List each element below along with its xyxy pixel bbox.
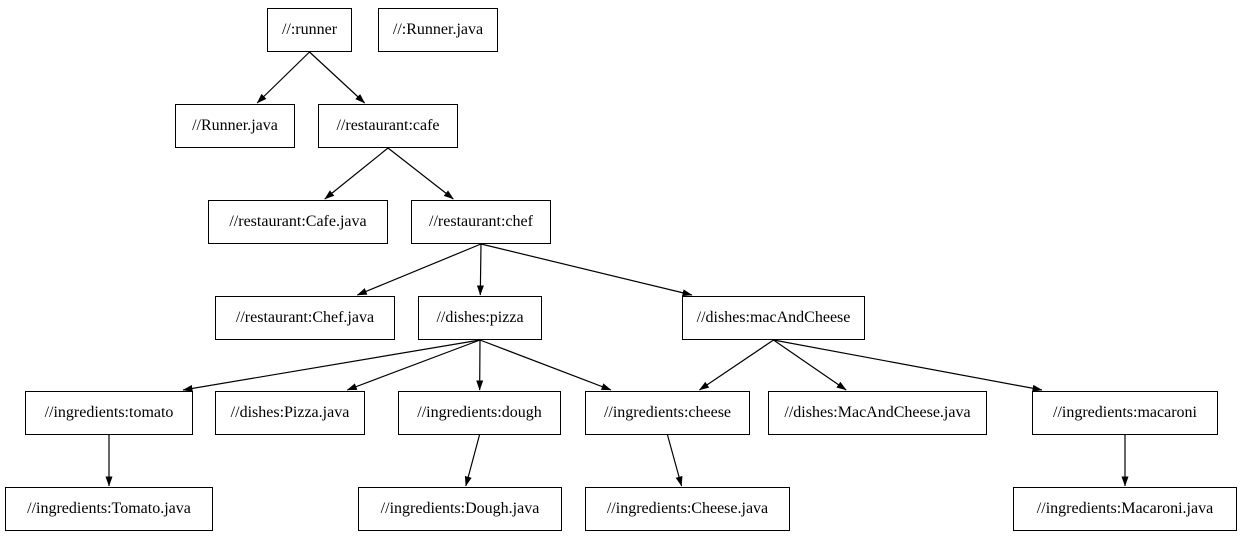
edge-cafe-to-chef [387, 147, 454, 200]
graph-node-pizza-java: //dishes:Pizza.java [215, 391, 365, 435]
graph-node-chef: //restaurant:chef [411, 200, 551, 244]
edge-mac-and-cheese-to-cheese [699, 339, 774, 391]
graph-node-dough-java: //ingredients:Dough.java [358, 487, 562, 531]
graph-node-cheese-java: //ingredients:Cheese.java [585, 487, 790, 531]
graph-node-mac-java: //dishes:MacAndCheese.java [768, 391, 987, 435]
edge-pizza-to-tomato [182, 339, 481, 392]
graph-node-runner-java: //Runner.java [175, 104, 295, 148]
edge-runner-to-runner-java [256, 51, 310, 104]
edge-dough-to-dough-java [464, 434, 481, 487]
edge-pizza-to-pizza-java [346, 339, 481, 391]
graph-node-runner-java-top: //:Runner.java [378, 8, 498, 52]
graph-node-mac-and-cheese: //dishes:macAndCheese [682, 296, 865, 340]
graph-node-cafe: //restaurant:cafe [318, 104, 458, 148]
graph-node-chef-java: //restaurant:Chef.java [215, 296, 395, 340]
edge-mac-and-cheese-to-macaroni [773, 339, 1043, 392]
edge-cafe-to-cafe-java [324, 147, 389, 200]
edge-chef-to-mac-and-cheese [480, 243, 693, 297]
graph-node-macaroni-java: //ingredients:Macaroni.java [1013, 487, 1237, 531]
edge-runner-to-cafe [309, 51, 366, 104]
graph-node-runner: //:runner [267, 8, 352, 52]
graph-node-cheese: //ingredients:cheese [585, 391, 750, 435]
edge-chef-to-chef-java [356, 243, 482, 296]
graph-node-dough: //ingredients:dough [398, 391, 561, 435]
graph-node-tomato: //ingredients:tomato [25, 391, 193, 435]
edge-pizza-to-cheese [479, 339, 612, 391]
graph-node-macaroni: //ingredients:macaroni [1032, 391, 1218, 435]
graph-node-cafe-java: //restaurant:Cafe.java [208, 200, 388, 244]
graph-node-tomato-java: //ingredients:Tomato.java [5, 487, 213, 531]
graph-node-pizza: //dishes:pizza [418, 296, 542, 340]
edge-mac-and-cheese-to-mac-java [773, 339, 847, 391]
edge-chef-to-pizza [476, 243, 484, 296]
edge-cheese-to-cheese-java [666, 434, 683, 487]
